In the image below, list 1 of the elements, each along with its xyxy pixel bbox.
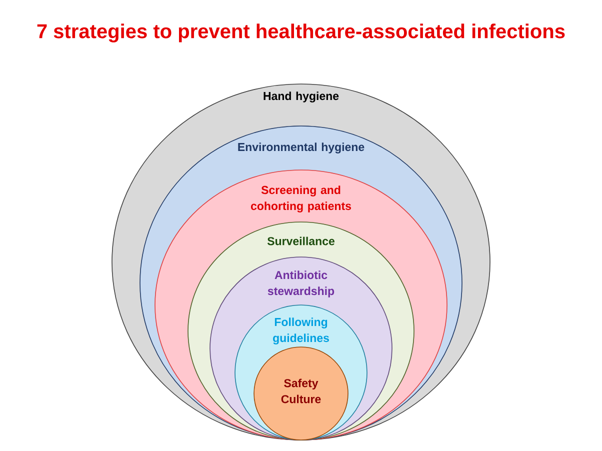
title: 7 strategies to prevent healthcare-associated infections [37,24,565,42]
